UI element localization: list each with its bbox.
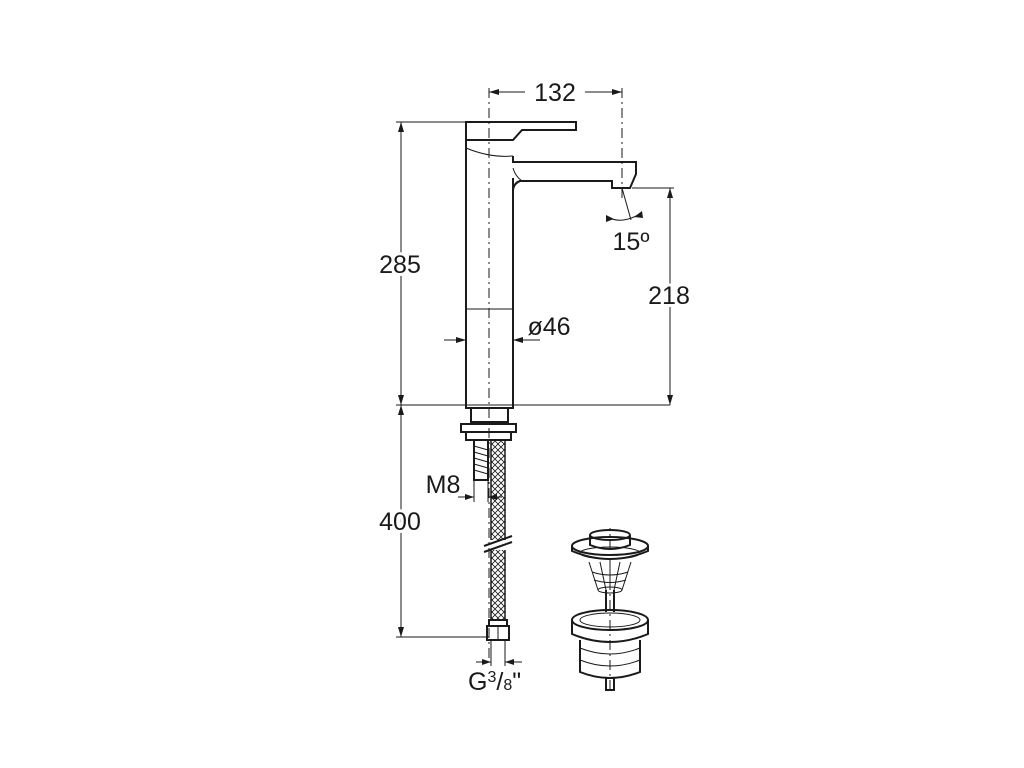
dimension-width [489, 89, 622, 95]
dimension-diameter [444, 337, 540, 343]
dim-400-label: 400 [379, 508, 421, 536]
dimension-hose-length [396, 405, 489, 638]
dim-m8-label: M8 [426, 471, 461, 499]
dim-g38-label: G3/8" [468, 668, 521, 696]
dimension-height-total [396, 121, 670, 406]
dim-218-label: 218 [648, 282, 690, 310]
dimension-spout-height [632, 187, 674, 405]
dim-d46-label: ø46 [527, 313, 570, 341]
dim-15-label: 15º [613, 228, 650, 256]
popup-drain [571, 529, 649, 691]
dimension-spout-angle [606, 187, 643, 222]
dimension-connection [476, 640, 522, 666]
centerlines [488, 88, 623, 690]
dim-132-label: 132 [534, 79, 576, 107]
dimension-thread [458, 480, 502, 502]
faucet-body [465, 121, 637, 409]
dim-285-label: 285 [379, 251, 421, 279]
